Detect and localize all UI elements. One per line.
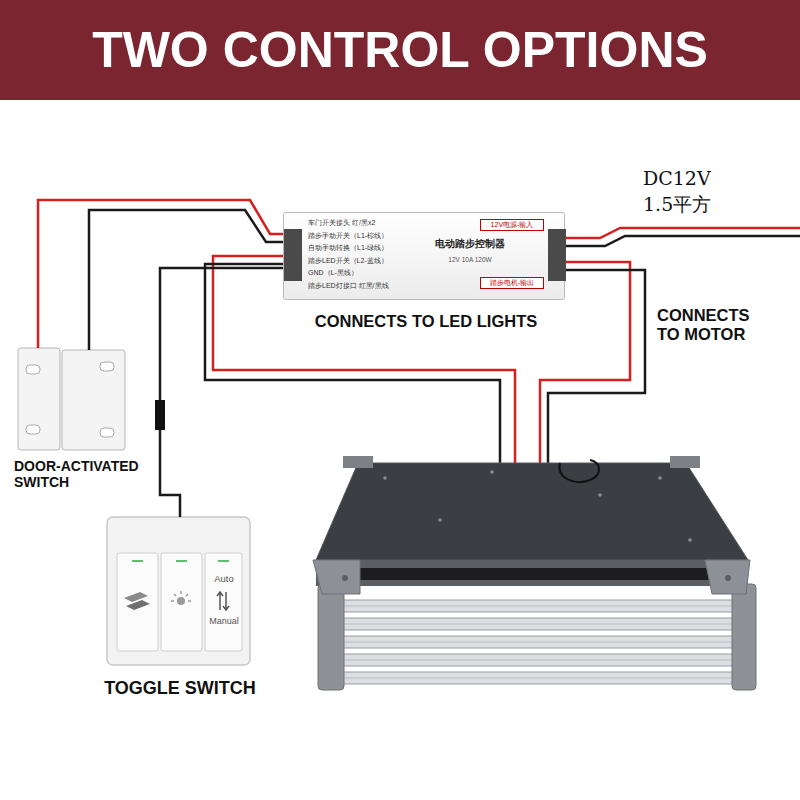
port-label: 12V电源-输入 xyxy=(480,219,544,231)
switch-caption: DOOR-ACTIVATED SWITCH xyxy=(14,458,149,490)
controller-box: 车门开关接头 红/黑x2 踏步手动开关（L1-棕线） 自动手动转换（L1-绿线） 踏步… xyxy=(283,212,565,300)
switch-caption: TOGGLE SWITCH xyxy=(70,678,290,699)
mode-label: Manual xyxy=(202,616,246,626)
wire-note: CONNECTS TO MOTOR xyxy=(657,306,772,344)
wire-connector xyxy=(155,268,283,517)
voltage-label: DC12V xyxy=(643,168,793,190)
terminal-label: 踏步手动开关（L1-棕线） xyxy=(308,232,420,240)
screw-tab xyxy=(548,229,566,281)
terminal-label: 踏步LED灯接口 红黑/黑线 xyxy=(308,282,420,290)
screw-tab xyxy=(284,229,302,281)
terminal-label: 踏步LED开关（L2-蓝线） xyxy=(308,257,420,265)
inline-connector xyxy=(155,400,165,430)
door-switch-icon xyxy=(18,348,125,450)
rating-label: 12V 10A 120W xyxy=(418,256,522,263)
wire xyxy=(160,268,283,517)
terminal-label: 自动手动转换（L1-绿线） xyxy=(308,244,420,252)
toggle-switch-icon xyxy=(107,517,250,665)
electric-step xyxy=(313,456,756,690)
terminal-label: 车门开关接头 红/黑x2 xyxy=(308,219,420,227)
power-wire xyxy=(565,236,800,246)
title: TWO CONTROL OPTIONS xyxy=(0,0,800,100)
mode-label: Auto xyxy=(204,574,244,585)
controller-title: 电动踏步控制器 xyxy=(418,239,522,250)
wire-gauge-label: 1.5平方 xyxy=(643,194,793,216)
terminal-label: GND（L-黑线） xyxy=(308,269,420,277)
port-label: 踏步电机-输出 xyxy=(480,277,544,289)
wire-note: CONNECTS TO LED LIGHTS xyxy=(280,312,572,331)
wire xyxy=(89,210,283,350)
toggle-switch: AutoManualTOGGLE SWITCH xyxy=(70,512,290,712)
door-switch: DOOR-ACTIVATED SWITCH xyxy=(14,340,164,498)
title-band: TWO CONTROL OPTIONS xyxy=(0,0,800,100)
